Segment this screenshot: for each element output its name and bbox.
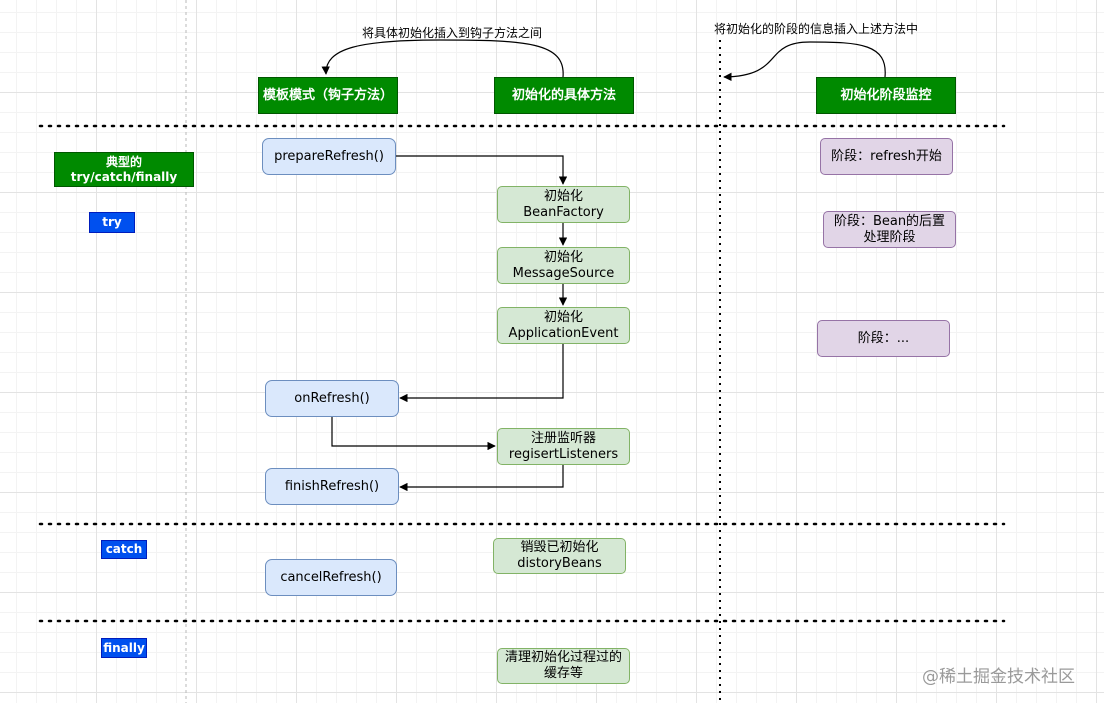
note-insert-stage-info: 将初始化的阶段的信息插入上述方法中 bbox=[714, 22, 919, 36]
arrow-appevent-to-onrefresh bbox=[399, 344, 564, 403]
header-concrete-init[interactable]: 初始化的具体方法 bbox=[494, 77, 634, 114]
watermark: @稀土掘金技术社区 bbox=[922, 667, 1075, 687]
hook-finish-refresh[interactable]: finishRefresh() bbox=[265, 468, 399, 505]
hook-on-refresh[interactable]: onRefresh() bbox=[265, 380, 399, 417]
label-finally[interactable]: finally bbox=[101, 638, 147, 658]
label-catch[interactable]: catch bbox=[101, 540, 147, 559]
label-typical-try-catch-finally[interactable]: 典型的try/catch/finally bbox=[54, 152, 194, 187]
header-stage-monitor[interactable]: 初始化阶段监控 bbox=[816, 77, 956, 114]
hook-prepare-refresh[interactable]: prepareRefresh() bbox=[262, 138, 396, 175]
arrow-onrefresh-to-listeners bbox=[331, 417, 496, 451]
arrow-listeners-to-finishrefresh bbox=[399, 465, 564, 492]
arrow-concrete-to-template bbox=[321, 39, 564, 78]
stage-ellipsis[interactable]: 阶段：... bbox=[817, 320, 950, 357]
arrow-monitor-to-methods bbox=[723, 41, 886, 82]
header-template-mode[interactable]: 模板模式（钩子方法） bbox=[258, 77, 398, 114]
arrow-prepare-to-beanfactory bbox=[396, 155, 568, 185]
init-destroy-beans[interactable]: 销毁已初始化 distoryBeans bbox=[493, 538, 626, 574]
stage-bean-post-process[interactable]: 阶段：Bean的后置 处理阶段 bbox=[823, 211, 956, 248]
label-try[interactable]: try bbox=[89, 212, 135, 233]
init-application-event[interactable]: 初始化 ApplicationEvent bbox=[497, 307, 630, 344]
note-insert-between-hooks: 将具体初始化插入到钩子方法之间 bbox=[362, 26, 543, 40]
init-message-source[interactable]: 初始化 MessageSource bbox=[497, 247, 630, 284]
init-clear-cache[interactable]: 清理初始化过程过的 缓存等 bbox=[497, 648, 630, 684]
hook-cancel-refresh[interactable]: cancelRefresh() bbox=[265, 559, 397, 596]
stage-refresh-start[interactable]: 阶段：refresh开始 bbox=[820, 138, 953, 175]
init-register-listeners[interactable]: 注册监听器 regisertListeners bbox=[497, 428, 630, 465]
init-bean-factory[interactable]: 初始化 BeanFactory bbox=[497, 186, 630, 223]
